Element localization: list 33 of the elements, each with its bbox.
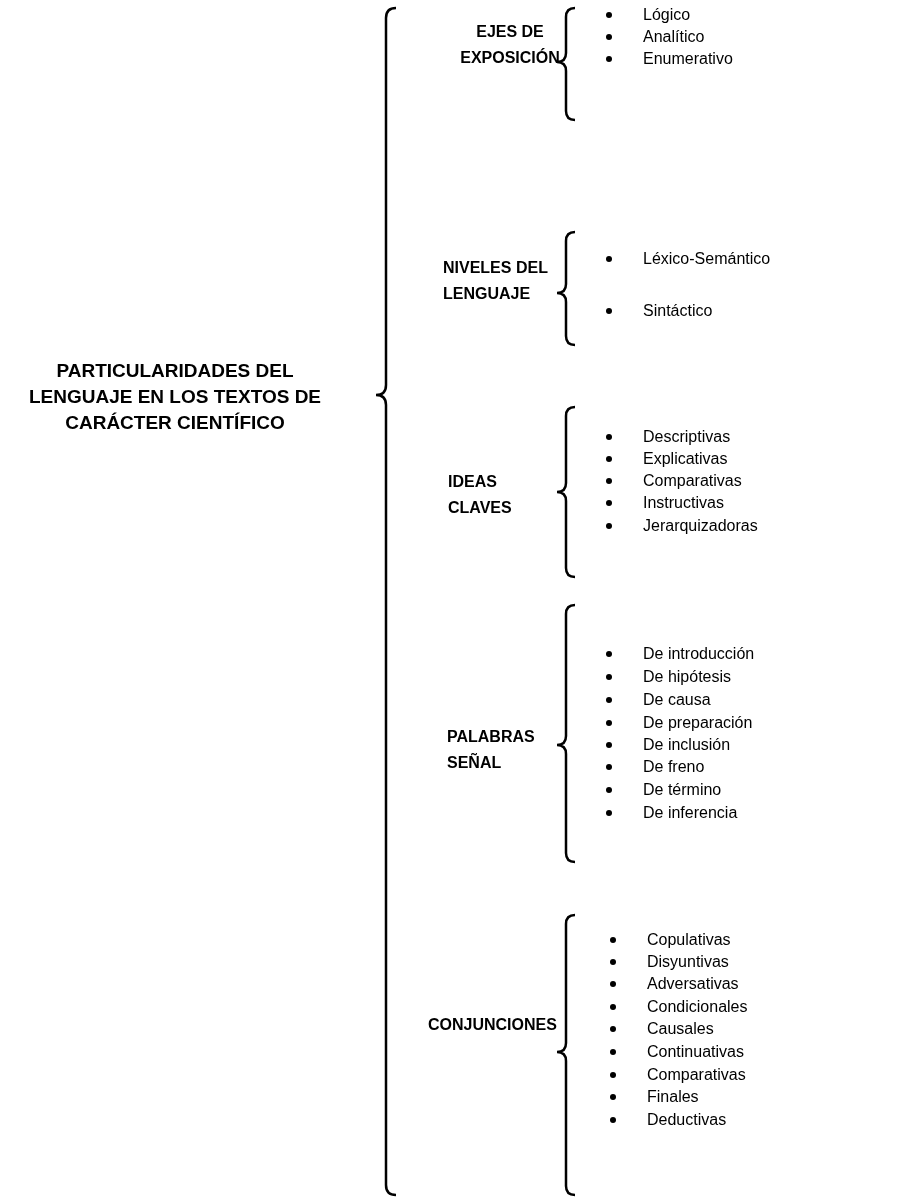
list-item: De freno <box>643 757 705 777</box>
list-item: Deductivas <box>647 1110 727 1130</box>
list-item: Léxico-Semántico <box>643 249 771 269</box>
list-item: Comparativas <box>643 471 742 491</box>
list-item: Copulativas <box>647 930 731 950</box>
category-heading: CONJUNCIONES <box>428 1015 558 1035</box>
list-item: Condicionales <box>647 997 748 1017</box>
category-heading: EJES DE EXPOSICIÓN <box>459 22 561 68</box>
list-item: Causales <box>647 1019 714 1039</box>
list-item: Comparativas <box>647 1065 746 1085</box>
list-item: De hipótesis <box>643 667 732 687</box>
list-item: De causa <box>643 690 711 710</box>
main-topic: PARTICULARIDADES DEL LENGUAJE EN LOS TEXTOS DE CARÁCTER CIENTÍFICO <box>27 359 323 435</box>
list-item: Disyuntivas <box>647 952 729 972</box>
category-heading: PALABRAS SEÑAL <box>447 727 536 773</box>
list-item: De inclusión <box>643 735 731 755</box>
list-item: Enumerativo <box>643 49 733 69</box>
list-item: Finales <box>647 1087 699 1107</box>
list-item: Continuativas <box>647 1042 744 1062</box>
list-item: Analítico <box>643 27 705 47</box>
list-item: Lógico <box>643 5 691 25</box>
category-heading: IDEAS CLAVES <box>448 472 513 518</box>
list-item: De introducción <box>643 644 755 664</box>
list-item: Instructivas <box>643 493 724 513</box>
list-item: De término <box>643 780 722 800</box>
list-item: Sintáctico <box>643 301 713 321</box>
list-item: Descriptivas <box>643 427 731 447</box>
list-item: Jerarquizadoras <box>643 516 758 536</box>
category-heading: NIVELES DEL LENGUAJE <box>443 258 549 304</box>
list-item: Explicativas <box>643 449 728 469</box>
list-item: Adversativas <box>647 974 739 994</box>
list-item: De preparación <box>643 713 753 733</box>
list-item: De inferencia <box>643 803 738 823</box>
